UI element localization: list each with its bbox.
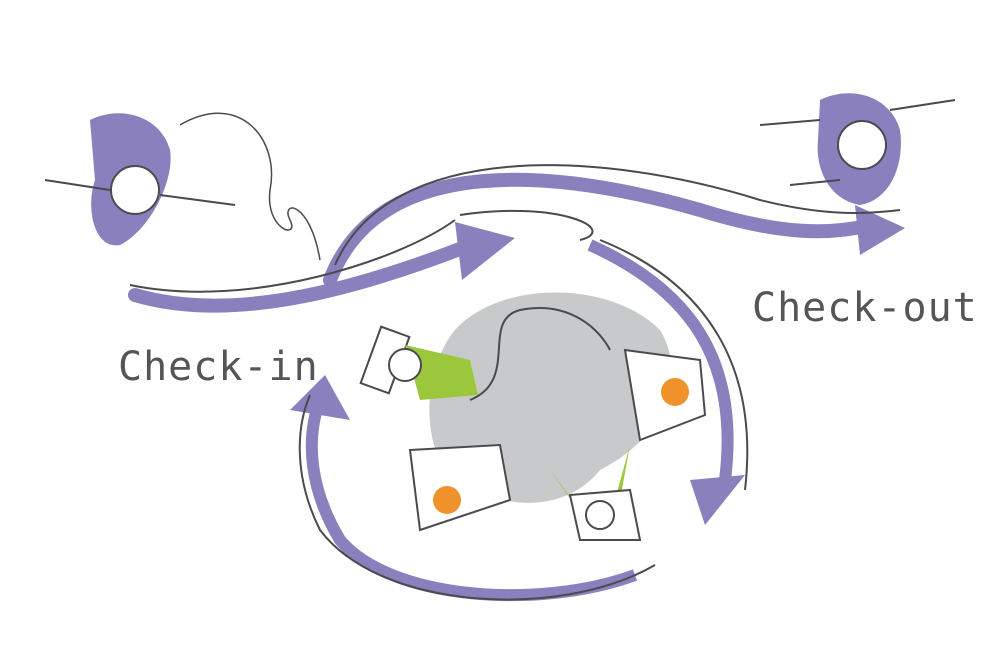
wavy-line bbox=[179, 112, 321, 261]
bottom-circle-arrow bbox=[305, 397, 638, 602]
outline bbox=[129, 209, 594, 293]
seated-person-3 bbox=[408, 443, 512, 532]
person-checking-in bbox=[44, 113, 236, 246]
check-out-arrow bbox=[323, 172, 877, 287]
check-out-label: Check-out bbox=[752, 285, 978, 331]
check-in-arrowhead bbox=[455, 222, 515, 280]
check-in-label: Check-in bbox=[118, 344, 319, 390]
check-in-arrow bbox=[128, 238, 477, 313]
seated-person-1 bbox=[359, 325, 478, 400]
right-circle-arrowhead bbox=[690, 475, 745, 525]
table-line bbox=[469, 307, 611, 401]
right-circle-arrow bbox=[587, 239, 734, 481]
check-out-arrowhead bbox=[855, 205, 905, 255]
seated-person-4 bbox=[550, 445, 642, 541]
outline bbox=[334, 164, 901, 266]
outline bbox=[298, 239, 749, 601]
seated-person-2 bbox=[623, 348, 707, 442]
person-checking-out bbox=[759, 93, 956, 205]
